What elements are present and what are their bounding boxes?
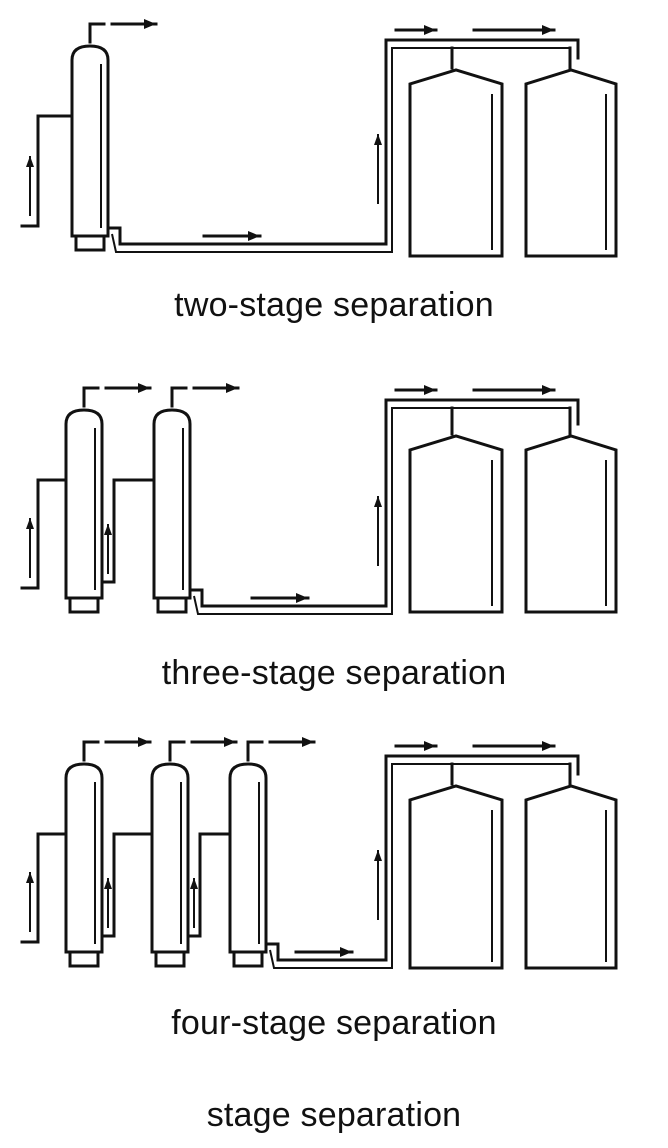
inlet-pipe (20, 478, 68, 590)
separator-vessel (150, 762, 190, 954)
flow-arrow-head (26, 156, 34, 167)
separator-vessel (152, 408, 192, 600)
inlet-pipe (20, 114, 74, 228)
flow-arrow-head (224, 737, 236, 747)
flow-arrow-head (104, 878, 112, 889)
gas-outlet-pipe (82, 386, 100, 408)
separator-skirt (68, 596, 100, 614)
liquid-transfer-pipe (186, 832, 232, 938)
flow-arrow-head (26, 518, 34, 529)
diagram-three-stage (20, 383, 618, 615)
flow-arrow-head (302, 737, 314, 747)
flow-arrow-head (374, 496, 382, 507)
oil-outlet-pipe-inner (193, 407, 570, 615)
flow-arrow-head (248, 231, 260, 241)
flow-arrow-head (542, 25, 554, 35)
storage-tank (408, 784, 504, 970)
caption-four-stage: four-stage separation (171, 1004, 497, 1042)
flow-arrow-head (424, 25, 436, 35)
gas-outlet-pipe (88, 22, 106, 44)
storage-tank (524, 68, 618, 258)
storage-tank (524, 784, 618, 970)
flow-arrow-head (190, 878, 198, 889)
storage-tank (408, 434, 504, 614)
separator-vessel (64, 408, 104, 600)
flow-arrow-head (296, 593, 308, 603)
diagram-two-stage (20, 19, 618, 258)
separator-vessel (228, 762, 268, 954)
flow-arrow-head (138, 737, 150, 747)
separator-skirt (74, 234, 106, 252)
separator-skirt (154, 950, 186, 968)
liquid-transfer-pipe (100, 832, 154, 938)
flow-arrow-head (104, 524, 112, 535)
liquid-transfer-pipe (100, 478, 156, 584)
flow-arrow-head (374, 850, 382, 861)
flow-arrow-head (26, 872, 34, 883)
inlet-pipe (20, 832, 68, 944)
flow-arrow-head (424, 741, 436, 751)
separator-skirt (68, 950, 100, 968)
diagram-four-stage (20, 737, 618, 970)
caption-two-stage: two-stage separation (174, 286, 494, 324)
storage-tank (408, 68, 504, 258)
flow-arrow-head (374, 134, 382, 145)
gas-outlet-pipe (168, 740, 186, 762)
flow-arrow-head (138, 383, 150, 393)
flow-arrow-head (542, 385, 554, 395)
gas-outlet-pipe (82, 740, 100, 762)
caption-three-stage: three-stage separation (161, 654, 507, 692)
separator-vessel (64, 762, 104, 954)
flow-arrow-head (542, 741, 554, 751)
oil-outlet-pipe (188, 398, 580, 608)
flow-arrow-head (226, 383, 238, 393)
gas-outlet-pipe (246, 740, 264, 762)
separator-skirt (156, 596, 188, 614)
storage-tank (524, 434, 618, 614)
oil-outlet-pipe (106, 38, 580, 246)
oil-outlet-pipe (264, 754, 580, 962)
flow-arrow-head (340, 947, 352, 957)
separator-skirt (232, 950, 264, 968)
flow-arrow-head (424, 385, 436, 395)
figure-caption: stage separation (206, 1096, 462, 1134)
flow-arrow-head (144, 19, 156, 29)
gas-outlet-pipe (170, 386, 188, 408)
separator-vessel (70, 44, 110, 238)
